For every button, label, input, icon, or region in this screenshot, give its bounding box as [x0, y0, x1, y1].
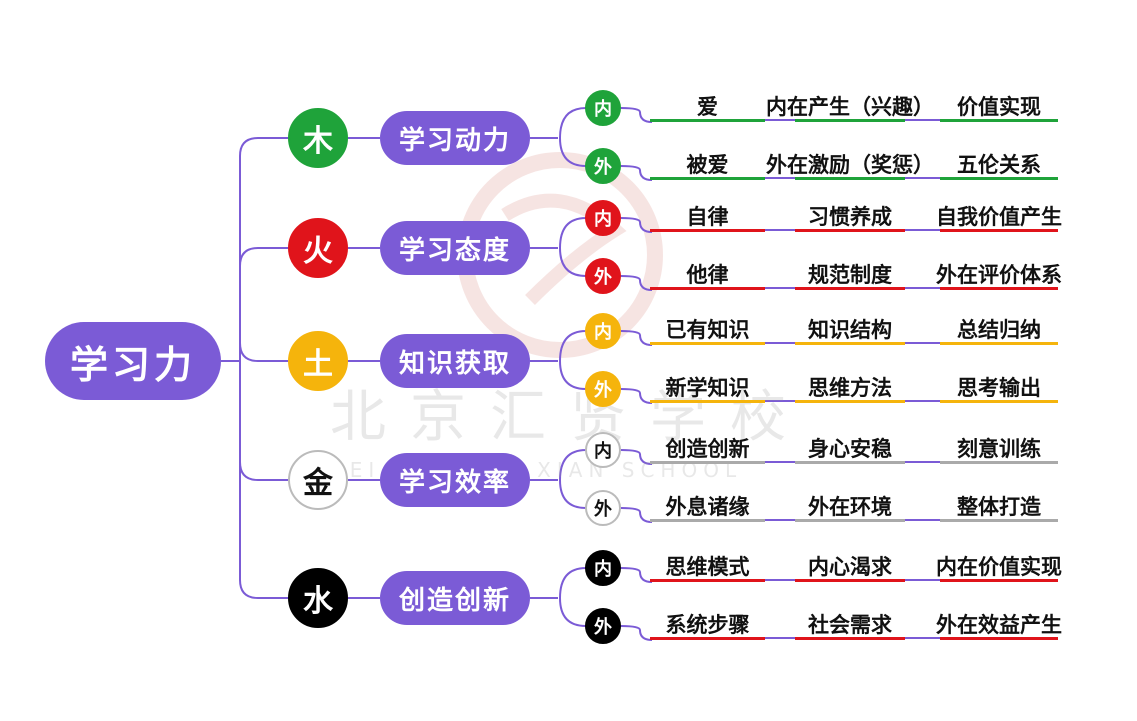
- item-0-0-2: 价值实现: [940, 92, 1058, 122]
- item-1-0-2: 自我价值产生: [936, 202, 1062, 232]
- branch-node-3: 学习效率: [380, 453, 530, 507]
- item-connector: [620, 107, 653, 123]
- item-connector: [620, 388, 653, 404]
- branch-node-0: 学习动力: [380, 111, 530, 165]
- branch-node-2: 知识获取: [380, 334, 530, 388]
- item-0-0-0: 爱: [650, 92, 765, 122]
- item-1-0-1: 习惯养成: [795, 202, 905, 232]
- side-connector: [559, 217, 587, 249]
- element-node-4: 水: [288, 568, 348, 628]
- side-node-2-0: 内: [585, 313, 621, 349]
- branch-connector: [239, 461, 288, 481]
- item-0-0-1: 内在产生（兴趣）: [766, 92, 934, 122]
- item-3-1-1: 外在环境: [795, 492, 905, 522]
- item-2-0-0: 已有知识: [650, 315, 765, 345]
- item-2-0-2: 总结归纳: [940, 315, 1058, 345]
- item-connector: [620, 507, 653, 523]
- item-4-1-1: 社会需求: [795, 610, 905, 640]
- branch-connector: [239, 342, 288, 362]
- element-node-2: 土: [288, 331, 348, 391]
- item-3-1-2: 整体打造: [940, 492, 1058, 522]
- item-1-1-0: 他律: [650, 260, 765, 290]
- side-node-2-1: 外: [585, 371, 621, 407]
- root-node: 学习力: [45, 322, 221, 400]
- side-node-4-1: 外: [585, 608, 621, 644]
- item-0-1-1: 外在激励（奖惩）: [766, 150, 934, 180]
- side-node-4-0: 内: [585, 550, 621, 586]
- item-0-1-2: 五伦关系: [940, 150, 1058, 180]
- branch-connector: [239, 247, 288, 267]
- item-4-1-0: 系统步骤: [650, 610, 765, 640]
- element-node-1: 火: [288, 218, 348, 278]
- item-3-0-2: 刻意训练: [940, 434, 1058, 464]
- item-3-1-0: 外息诸缘: [650, 492, 765, 522]
- item-3-0-0: 创造创新: [650, 434, 765, 464]
- side-node-1-0: 内: [585, 200, 621, 236]
- branch-connector: [239, 137, 288, 157]
- item-connector: [620, 567, 653, 583]
- watermark-text: 北京汇贤学校: [330, 385, 810, 450]
- side-node-0-1: 外: [585, 148, 621, 184]
- side-node-0-0: 内: [585, 90, 621, 126]
- side-connector: [559, 567, 587, 599]
- item-1-0-0: 自律: [650, 202, 765, 232]
- item-connector: [620, 275, 653, 291]
- side-node-1-1: 外: [585, 258, 621, 294]
- item-3-0-1: 身心安稳: [795, 434, 905, 464]
- item-4-1-2: 外在效益产生: [936, 610, 1062, 640]
- item-2-1-2: 思考输出: [940, 373, 1058, 403]
- item-connector: [620, 449, 653, 465]
- item-connector: [620, 165, 653, 181]
- side-node-3-1: 外: [585, 490, 621, 526]
- item-2-0-1: 知识结构: [795, 315, 905, 345]
- side-connector: [559, 597, 587, 627]
- side-connector: [559, 107, 587, 139]
- side-node-3-0: 内: [585, 432, 621, 468]
- side-connector: [559, 479, 587, 509]
- item-connector: [620, 625, 653, 641]
- branch-node-1: 学习态度: [380, 221, 530, 275]
- branch-node-4: 创造创新: [380, 571, 530, 625]
- item-2-1-1: 思维方法: [795, 373, 905, 403]
- item-4-0-2: 内在价值实现: [936, 552, 1062, 582]
- item-1-1-1: 规范制度: [795, 260, 905, 290]
- branch-connector: [239, 579, 288, 599]
- item-connector: [620, 217, 653, 233]
- item-4-0-1: 内心渴求: [795, 552, 905, 582]
- element-node-3: 金: [288, 450, 348, 510]
- item-2-1-0: 新学知识: [650, 373, 765, 403]
- item-connector: [620, 330, 653, 346]
- element-node-0: 木: [288, 108, 348, 168]
- item-1-1-2: 外在评价体系: [936, 260, 1062, 290]
- item-0-1-0: 被爱: [650, 150, 765, 180]
- item-4-0-0: 思维模式: [650, 552, 765, 582]
